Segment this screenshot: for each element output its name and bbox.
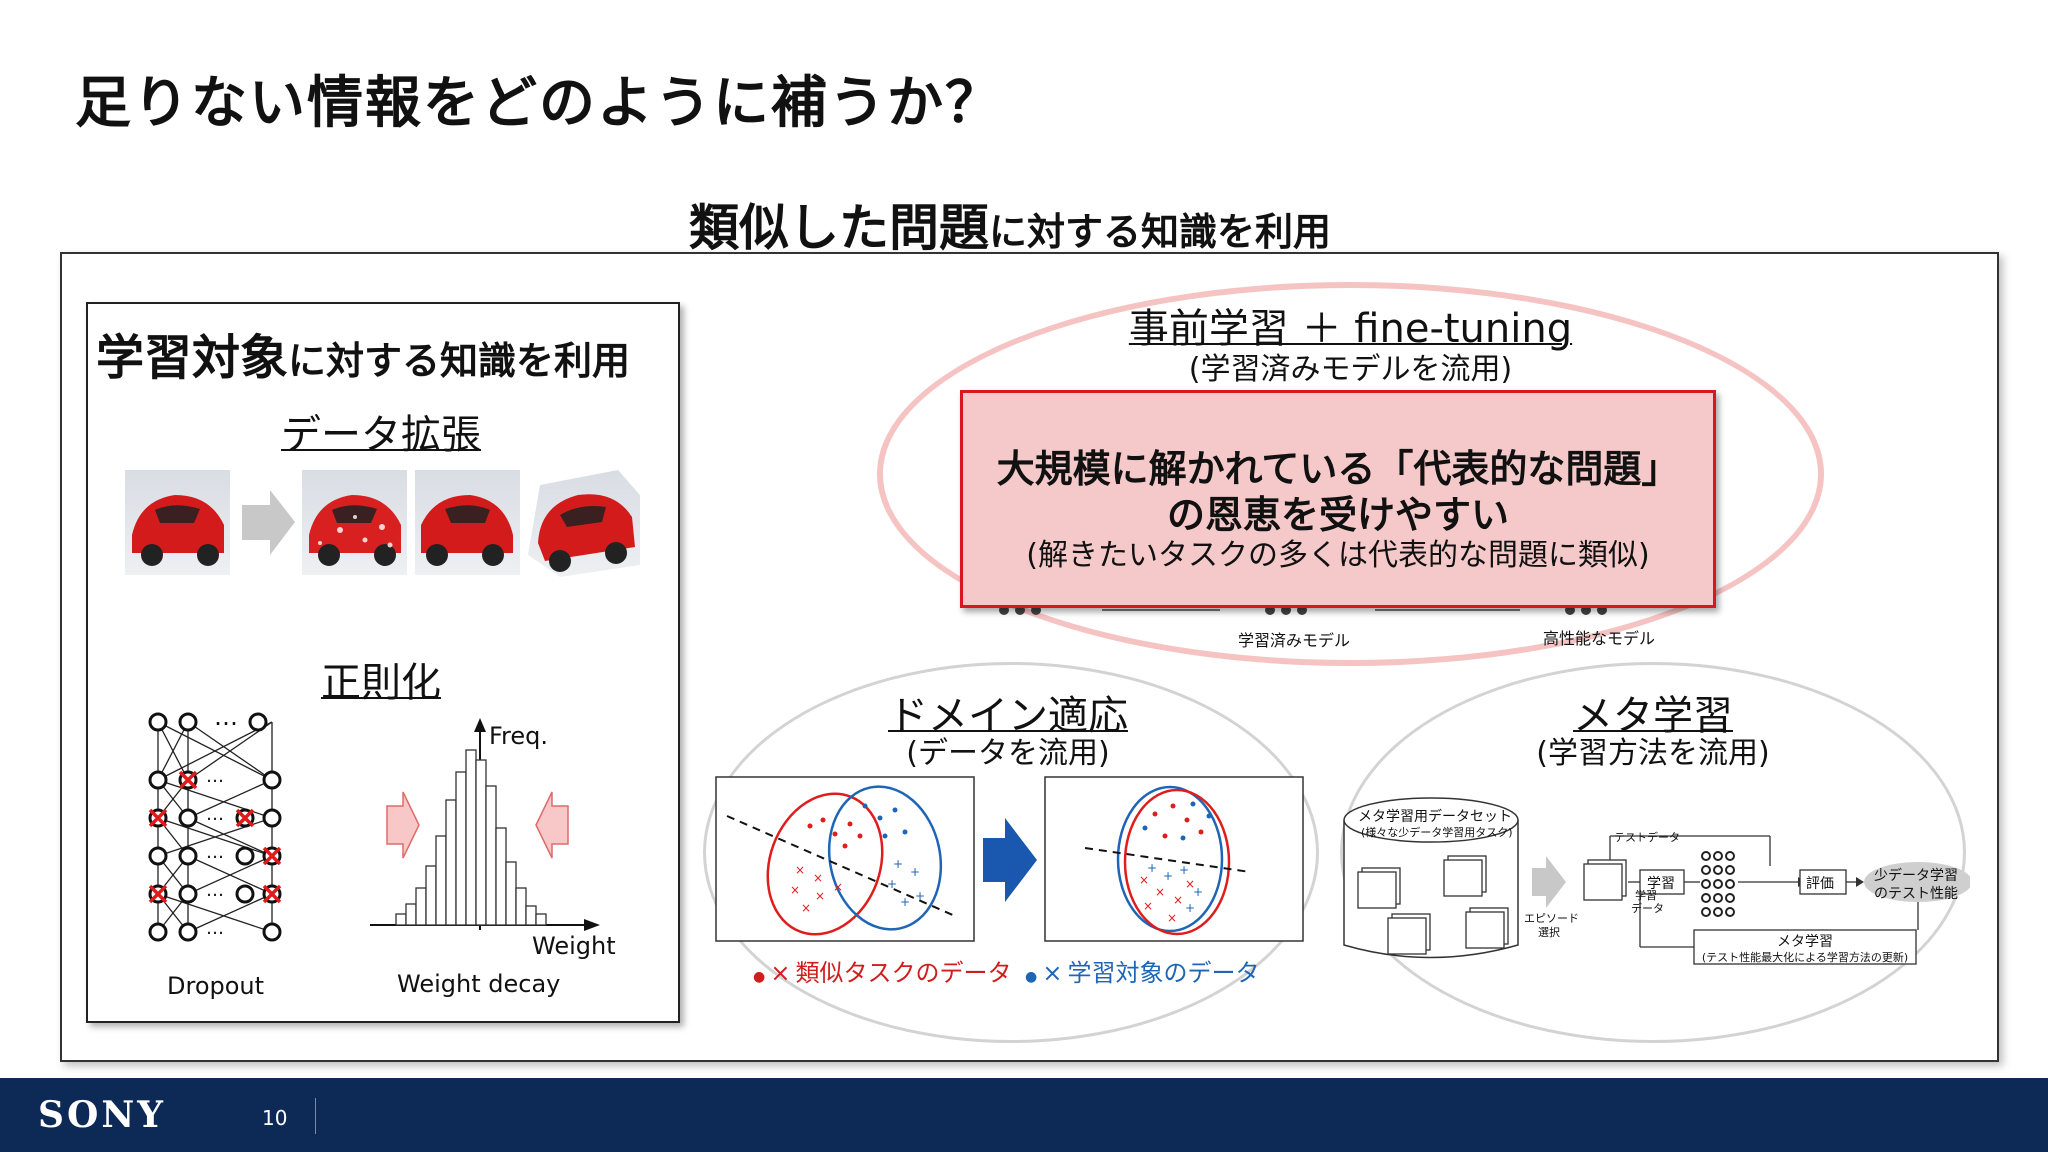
legend-similar-label: 類似タスクのデータ bbox=[795, 959, 1012, 987]
train-data-label-1: 学習 bbox=[1635, 889, 1657, 902]
domain-adaptation-diagram: ×××××× +++++ ×××××× +++++ bbox=[715, 776, 1304, 942]
legend-blue-x: × bbox=[1042, 959, 1063, 987]
svg-text:×: × bbox=[813, 871, 823, 885]
train-data-label-2: データ bbox=[1631, 902, 1664, 915]
car-image-rotated bbox=[528, 470, 640, 577]
left-panel-title: 学習対象に対する知識を利用 bbox=[96, 318, 630, 388]
domain-adaptation-subheading: (データを流用) bbox=[906, 736, 1110, 771]
meta-dataset-sub: (様々な少データ学習用タスク) bbox=[1361, 826, 1513, 839]
eval-box-label: 評価 bbox=[1806, 876, 1834, 892]
footer-bar bbox=[0, 1078, 2048, 1152]
main-heading-small: に対する知識を利用 bbox=[988, 210, 1331, 254]
legend-target-label: 学習対象のデータ bbox=[1067, 959, 1260, 987]
test-data-label: テストデータ bbox=[1614, 831, 1680, 844]
right-compress-arrow bbox=[535, 791, 569, 859]
episode-label-1: エピソード bbox=[1524, 912, 1579, 925]
meta-dataset-title: メタ学習用データセット bbox=[1358, 809, 1512, 825]
dropout-ellipsis: … bbox=[206, 804, 224, 825]
svg-text:+: + bbox=[1185, 901, 1195, 915]
meta-learning-diagram bbox=[1343, 797, 1970, 965]
svg-text:×: × bbox=[1139, 873, 1149, 887]
result-label-2: のテスト性能 bbox=[1874, 886, 1958, 902]
svg-text:+: + bbox=[1163, 869, 1173, 883]
main-heading: 類似した問題に対する知識を利用 bbox=[0, 188, 2020, 260]
svg-text:×: × bbox=[1167, 911, 1177, 925]
slide-title: 足りない情報をどのように補うか？ bbox=[75, 71, 1003, 136]
meta-box-sub: (テスト性能最大化による学習方法の更新) bbox=[1701, 951, 1909, 964]
callout-line3: (解きたいタスクの多くは代表的な問題に類似) bbox=[1026, 538, 1650, 573]
svg-text:+: + bbox=[900, 895, 910, 909]
footer-divider bbox=[315, 1098, 316, 1134]
pretrain-ellipse bbox=[877, 282, 1824, 666]
dropout-ellipsis: … bbox=[206, 766, 224, 787]
sony-logo: SONY bbox=[38, 1094, 166, 1136]
pretrained-model-label: 学習済みモデル bbox=[1238, 631, 1351, 650]
pretrain-heading: 事前学習 ＋ fine-tuning bbox=[1128, 306, 1573, 352]
dropout-ellipsis: … bbox=[214, 703, 238, 731]
meta-box-title: メタ学習 bbox=[1777, 934, 1833, 950]
train-box-label: 学習 bbox=[1647, 876, 1675, 892]
result-label-1: 少データ学習 bbox=[1874, 868, 1958, 884]
episode-label-2: 選択 bbox=[1538, 926, 1560, 939]
main-heading-big: 類似した問題 bbox=[688, 199, 989, 257]
legend-red-x: × bbox=[770, 959, 791, 987]
legend-red-dot: ● bbox=[753, 969, 766, 985]
augmentation-heading: データ拡張 bbox=[281, 412, 481, 458]
dropout-ellipsis: … bbox=[206, 880, 224, 901]
high-performance-model-label: 高性能なモデル bbox=[1543, 629, 1656, 648]
weight-axis-label: Weight bbox=[532, 932, 616, 960]
callout-box bbox=[960, 390, 1716, 608]
svg-text:+: + bbox=[1193, 885, 1203, 899]
legend-blue-dot: ● bbox=[1025, 969, 1038, 985]
left-title-small: に対する知識を利用 bbox=[288, 339, 631, 383]
callout-line2: の恩恵を受けやすい bbox=[1166, 493, 1509, 537]
svg-text:×: × bbox=[1185, 877, 1195, 891]
domain-adaptation-ellipse bbox=[703, 662, 1319, 1043]
svg-text:×: × bbox=[1155, 885, 1165, 899]
svg-text:+: + bbox=[1179, 863, 1189, 877]
meta-learning-heading: メタ学習 bbox=[1573, 693, 1733, 739]
car-image-flipped bbox=[415, 470, 520, 575]
svg-text:+: + bbox=[910, 865, 920, 879]
svg-text:×: × bbox=[790, 883, 800, 897]
weight-decay-label: Weight decay bbox=[397, 970, 561, 998]
left-compress-arrow bbox=[386, 791, 420, 859]
page-number: 10 bbox=[262, 1106, 288, 1130]
weight-decay-histogram bbox=[370, 718, 600, 931]
dropout-network-diagram bbox=[148, 712, 282, 942]
dropout-ellipsis: … bbox=[206, 918, 224, 939]
left-title-big: 学習対象 bbox=[96, 330, 289, 386]
callout-line1: 大規模に解かれている「代表的な問題」 bbox=[996, 447, 1680, 491]
car-image-noisy bbox=[302, 470, 407, 575]
svg-text:×: × bbox=[795, 863, 805, 877]
augmentation-images bbox=[125, 470, 640, 577]
legend-similar-task: ● × 類似タスクのデータ bbox=[753, 953, 1012, 988]
freq-axis-label: Freq. bbox=[489, 722, 549, 750]
svg-text:+: + bbox=[1147, 861, 1157, 875]
svg-text:+: + bbox=[893, 857, 903, 871]
svg-text:×: × bbox=[801, 901, 811, 915]
dropout-label: Dropout bbox=[167, 972, 265, 1000]
svg-text:+: + bbox=[887, 877, 897, 891]
augmentation-arrow bbox=[242, 490, 295, 555]
car-image-original bbox=[125, 470, 230, 575]
svg-text:×: × bbox=[833, 880, 843, 894]
svg-text:+: + bbox=[915, 889, 925, 903]
meta-learning-subheading: (学習方法を流用) bbox=[1536, 736, 1770, 771]
svg-text:×: × bbox=[1173, 893, 1183, 907]
dropout-ellipsis: … bbox=[206, 842, 224, 863]
domain-adaptation-heading: ドメイン適応 bbox=[888, 693, 1128, 739]
pretrain-subheading: (学習済みモデルを流用) bbox=[1188, 352, 1513, 387]
svg-text:×: × bbox=[815, 889, 825, 903]
meta-learning-ellipse bbox=[1340, 662, 1966, 1043]
legend-target-task: ● × 学習対象のデータ bbox=[1025, 953, 1260, 988]
regularization-heading: 正則化 bbox=[321, 660, 441, 706]
svg-text:×: × bbox=[1143, 899, 1153, 913]
